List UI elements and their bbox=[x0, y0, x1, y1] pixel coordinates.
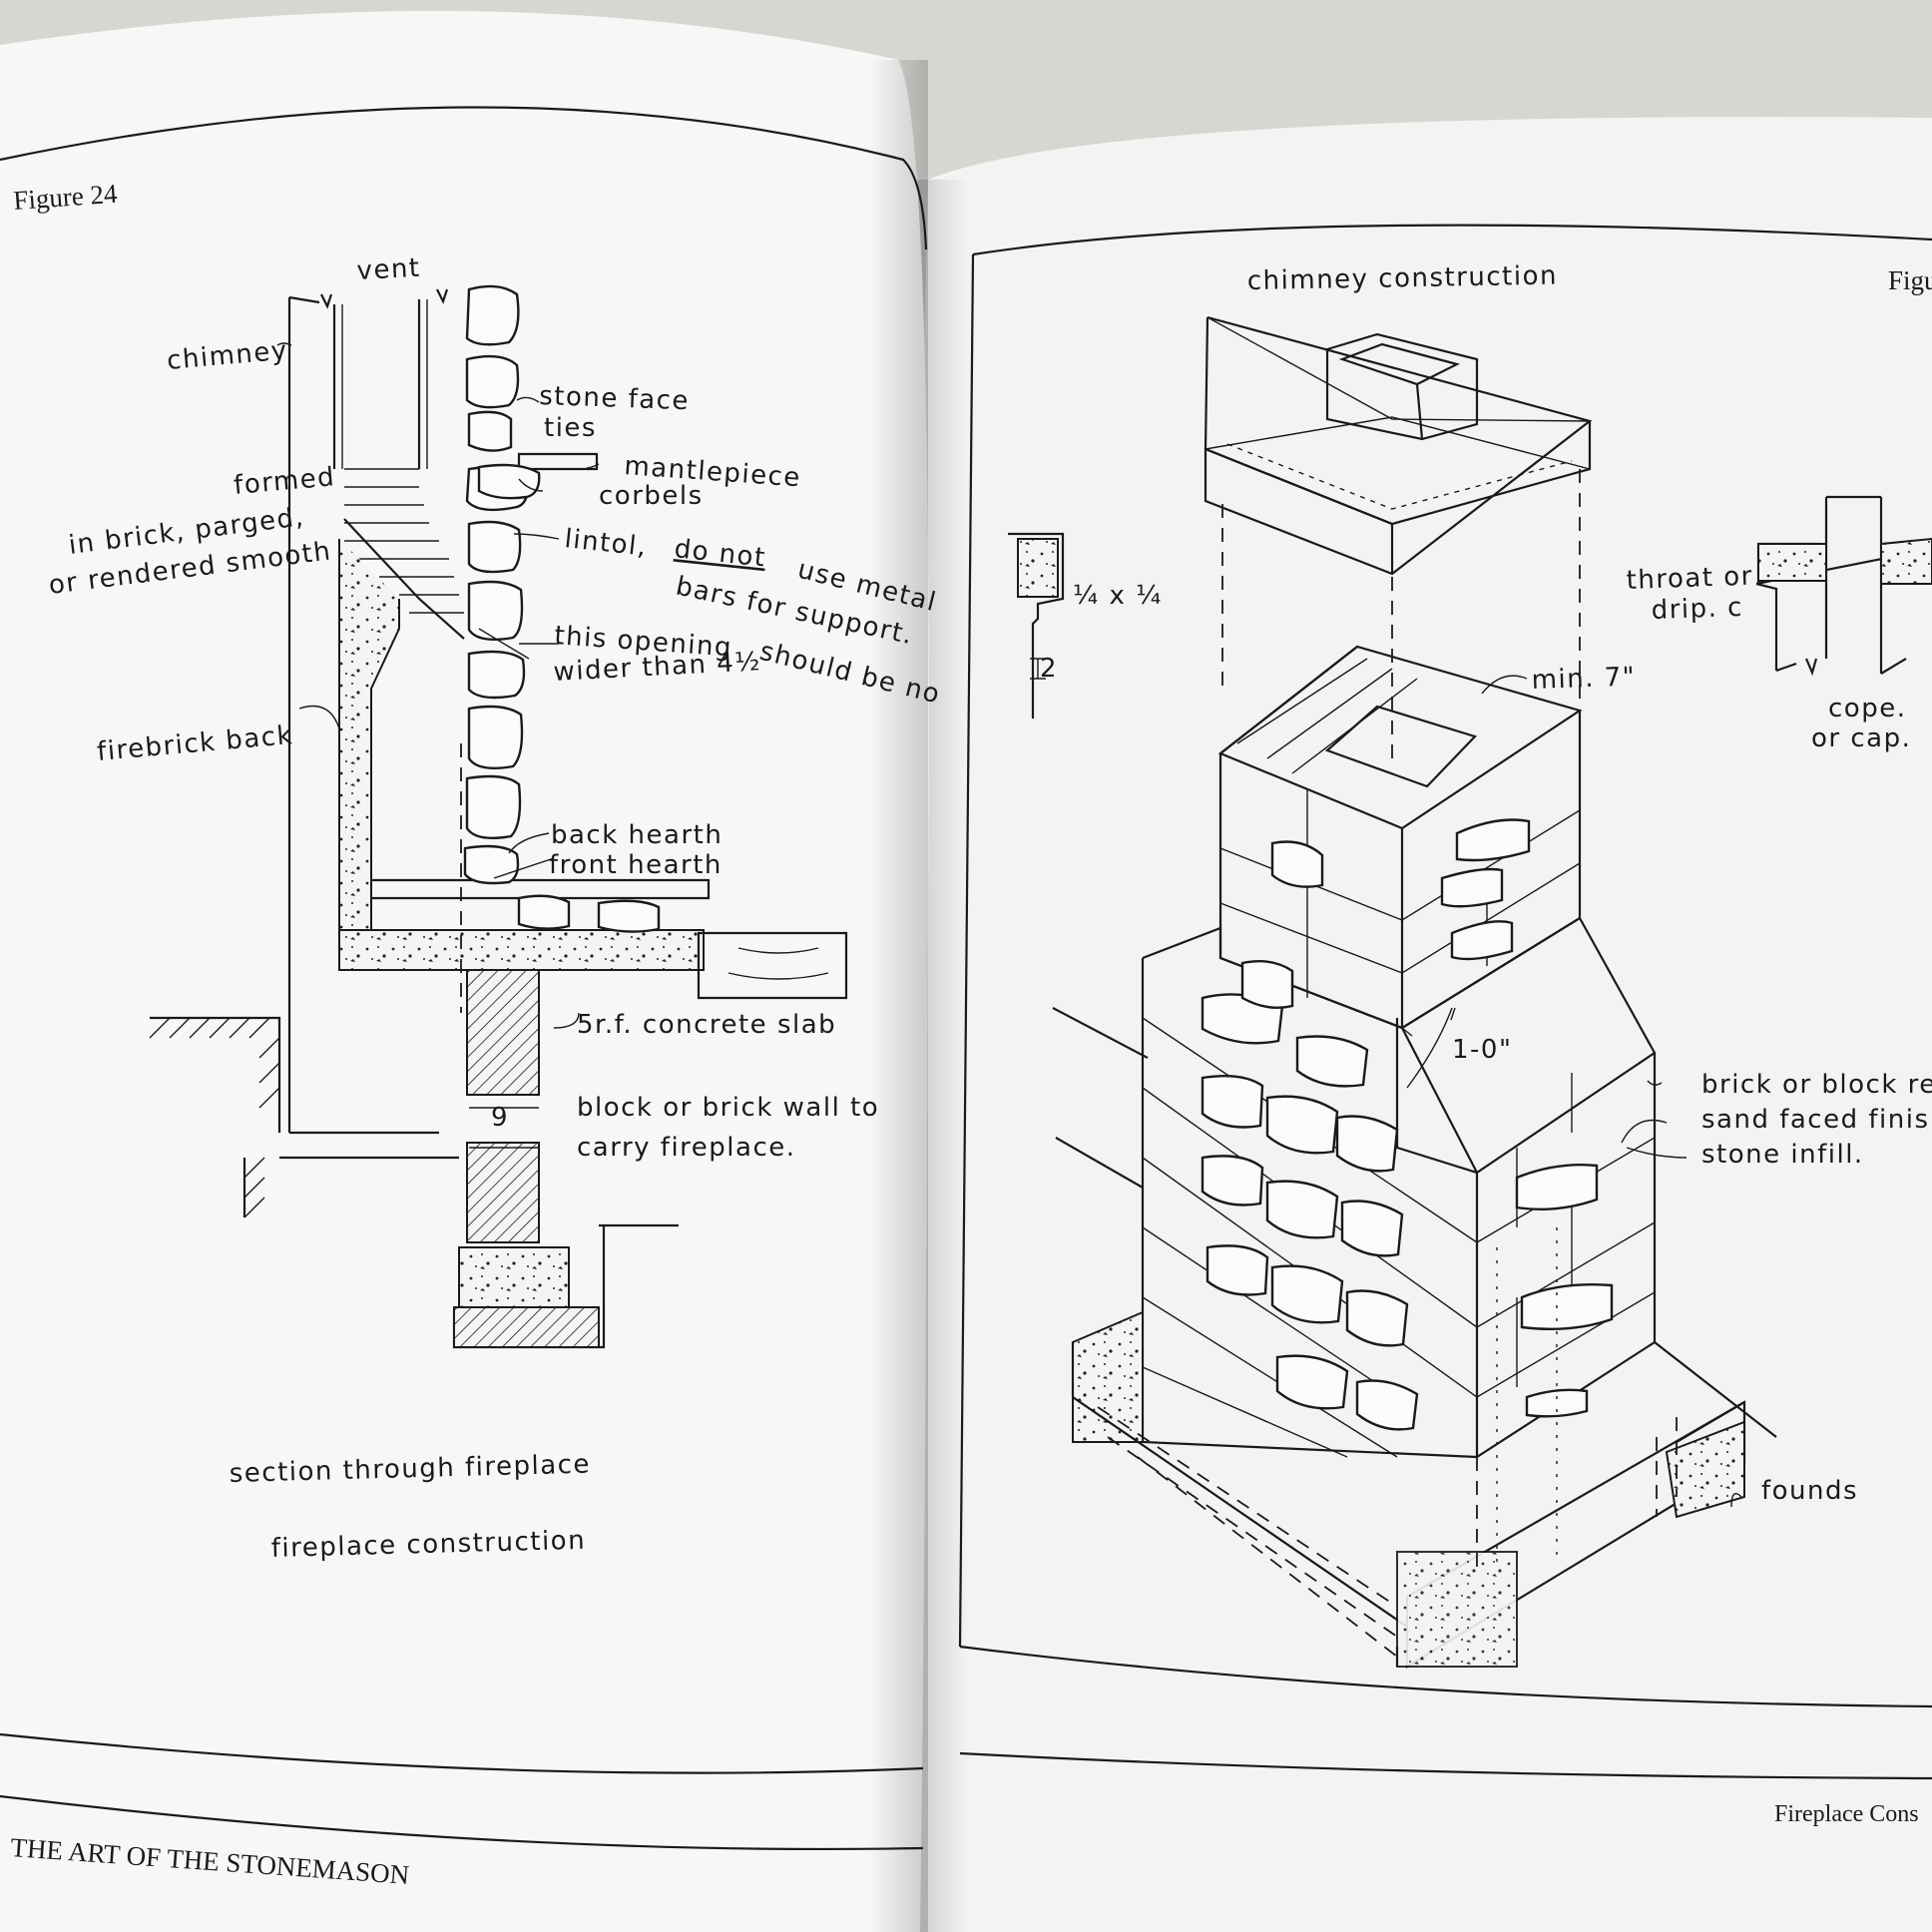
label-or-cap: or cap. bbox=[1811, 724, 1911, 753]
label-cope: cope. bbox=[1828, 694, 1906, 724]
label-drip: drip. c bbox=[1651, 593, 1743, 626]
label-brick-block: brick or block re bbox=[1701, 1070, 1932, 1100]
left-page bbox=[0, 10, 929, 1932]
foundation bbox=[1071, 1310, 1746, 1669]
right-title: chimney construction bbox=[1247, 261, 1559, 296]
label-dim2: 2 bbox=[1040, 654, 1058, 684]
label-slab: 5r.f. concrete slab bbox=[577, 1010, 836, 1040]
label-ties: ties bbox=[544, 413, 597, 443]
label-wall-1: block or brick wall to bbox=[577, 1093, 879, 1123]
chimney-drawing bbox=[1008, 315, 1932, 1669]
label-throat: throat or bbox=[1626, 562, 1753, 596]
label-vent: vent bbox=[356, 253, 422, 286]
left-labels: Figure 24 vent chimney stone face ties m… bbox=[10, 179, 944, 1890]
label-founds: founds bbox=[1761, 1476, 1858, 1506]
label-min7: min. 7" bbox=[1531, 662, 1637, 696]
figure-label: Figure 24 bbox=[12, 179, 119, 216]
label-one-foot: 1-0" bbox=[1452, 1035, 1512, 1065]
right-labels: chimney construction Figu min. 7" ¼ x ¼ … bbox=[1040, 261, 1932, 1827]
label-quarter: ¼ x ¼ bbox=[1073, 581, 1163, 611]
upper-stack bbox=[1217, 645, 1583, 1030]
fireplace-section-drawing bbox=[149, 284, 848, 1349]
footer-chapter: Fireplace Cons bbox=[1774, 1801, 1919, 1827]
label-back-hearth: back hearth bbox=[551, 820, 723, 850]
label-front-hearth: front hearth bbox=[549, 850, 723, 880]
label-wall-2: carry fireplace. bbox=[577, 1133, 796, 1163]
label-corbels: corbels bbox=[599, 481, 704, 511]
label-sand-faced: sand faced finis bbox=[1701, 1105, 1930, 1135]
label-stone-face: stone face bbox=[539, 381, 691, 416]
label-stone-infill: stone infill. bbox=[1701, 1140, 1864, 1170]
figure-label-right: Figu bbox=[1888, 265, 1932, 295]
label-dim-9: 9 bbox=[491, 1103, 509, 1133]
